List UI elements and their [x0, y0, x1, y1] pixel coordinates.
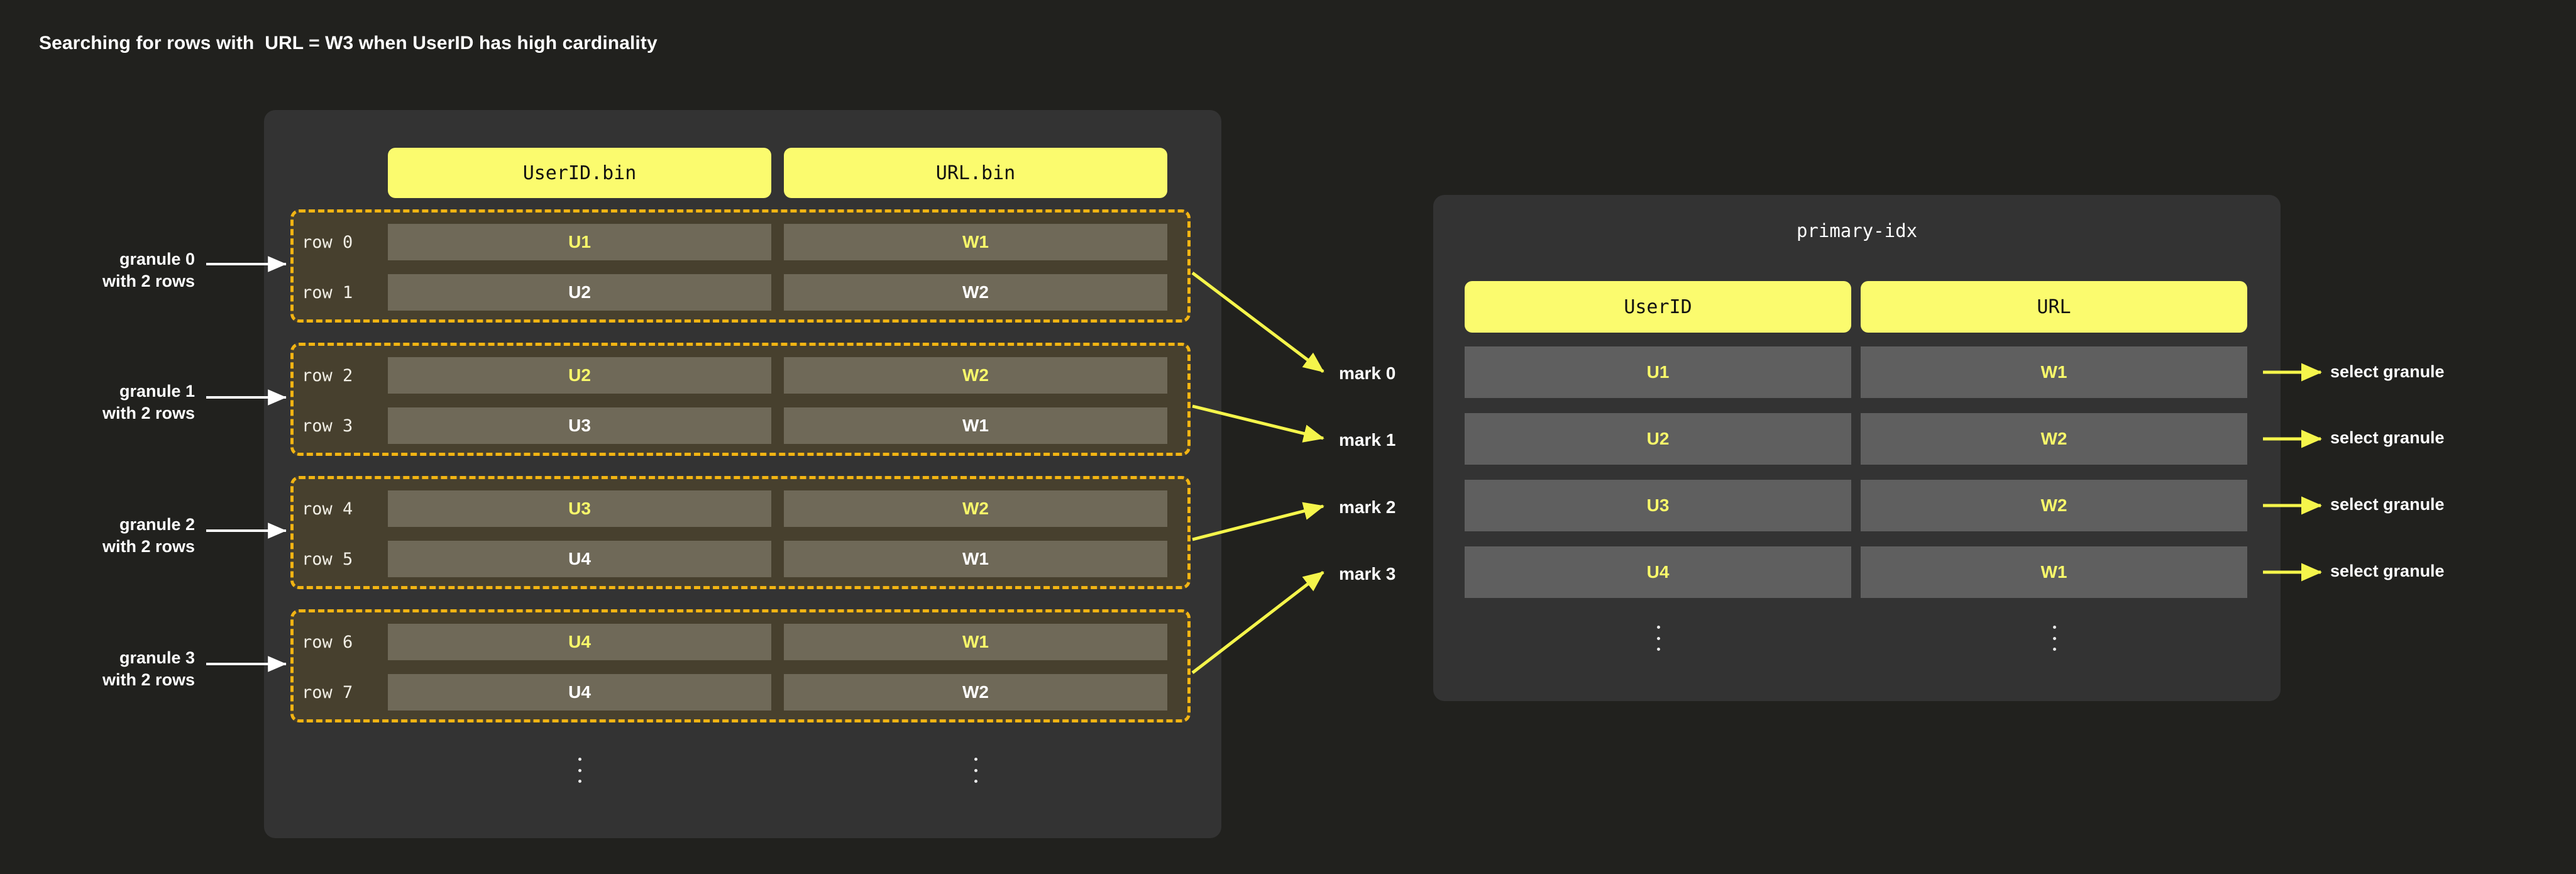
page-title: Searching for rows with URL = W3 when Us… — [39, 33, 658, 53]
table-cell-url: W1 — [784, 224, 1167, 260]
granule-caption-line2: with 2 rows — [102, 403, 195, 423]
granule-caption-line2: with 2 rows — [102, 670, 195, 689]
granule-caption-line1: granule 1 — [119, 382, 195, 401]
granule-caption-0: granule 0 with 2 rows — [0, 248, 195, 292]
table-cell-userid: U3 — [388, 490, 771, 527]
table-cell-url: W2 — [784, 490, 1167, 527]
select-granule-label-3: select granule — [2330, 561, 2445, 580]
index-cell-userid: U2 — [1465, 413, 1851, 465]
table-cell-userid: U4 — [388, 624, 771, 660]
table-cell-userid: U4 — [388, 674, 771, 711]
vertical-ellipsis-icon — [971, 758, 980, 783]
table-cell-url: W2 — [784, 357, 1167, 394]
index-cell-url: W2 — [1861, 413, 2247, 465]
select-granule-label-0: select granule — [2330, 362, 2445, 381]
table-cell-url: W1 — [784, 407, 1167, 444]
vertical-ellipsis-icon — [2050, 626, 2059, 651]
granule-caption-line1: granule 0 — [119, 250, 195, 268]
row-label: row 6 — [302, 632, 353, 652]
vertical-ellipsis-icon — [1654, 626, 1663, 651]
granule-caption-1: granule 1 with 2 rows — [0, 380, 195, 424]
table-cell-userid: U2 — [388, 274, 771, 311]
table-cell-url: W1 — [784, 541, 1167, 577]
select-granule-label-2: select granule — [2330, 495, 2445, 514]
table-cell-userid: U3 — [388, 407, 771, 444]
granule-caption-line1: granule 2 — [119, 515, 195, 534]
column-header-url-bin[interactable]: URL.bin — [784, 148, 1167, 198]
table-cell-url: W2 — [784, 274, 1167, 311]
index-cell-url: W1 — [1861, 346, 2247, 398]
table-cell-url: W2 — [784, 674, 1167, 711]
mark-label-1: mark 1 — [1339, 430, 1396, 450]
row-label: row 3 — [302, 416, 353, 436]
column-header-userid-bin[interactable]: UserID.bin — [388, 148, 771, 198]
select-granule-label-1: select granule — [2330, 428, 2445, 447]
table-cell-userid: U4 — [388, 541, 771, 577]
index-cell-url: W1 — [1861, 546, 2247, 598]
vertical-ellipsis-icon — [575, 758, 584, 783]
granule-caption-3: granule 3 with 2 rows — [0, 647, 195, 690]
granule-caption-line2: with 2 rows — [102, 271, 195, 290]
granule-caption-2: granule 2 with 2 rows — [0, 514, 195, 557]
index-cell-userid: U3 — [1465, 480, 1851, 531]
primary-index-title: primary-idx — [1796, 220, 1918, 241]
row-label: row 2 — [302, 365, 353, 385]
granule-caption-line1: granule 3 — [119, 648, 195, 667]
index-column-header-url[interactable]: URL — [1861, 281, 2247, 333]
mark-label-0: mark 0 — [1339, 363, 1396, 383]
table-cell-userid: U2 — [388, 357, 771, 394]
row-label: row 5 — [302, 549, 353, 569]
mark-label-2: mark 2 — [1339, 497, 1396, 517]
row-label: row 7 — [302, 682, 353, 702]
row-label: row 0 — [302, 232, 353, 252]
index-column-header-userid[interactable]: UserID — [1465, 281, 1851, 333]
index-cell-url: W2 — [1861, 480, 2247, 531]
row-label: row 1 — [302, 282, 353, 302]
granule-caption-line2: with 2 rows — [102, 536, 195, 556]
index-cell-userid: U4 — [1465, 546, 1851, 598]
index-cell-userid: U1 — [1465, 346, 1851, 398]
mark-label-3: mark 3 — [1339, 564, 1396, 584]
row-label: row 4 — [302, 499, 353, 519]
table-cell-userid: U1 — [388, 224, 771, 260]
table-cell-url: W1 — [784, 624, 1167, 660]
